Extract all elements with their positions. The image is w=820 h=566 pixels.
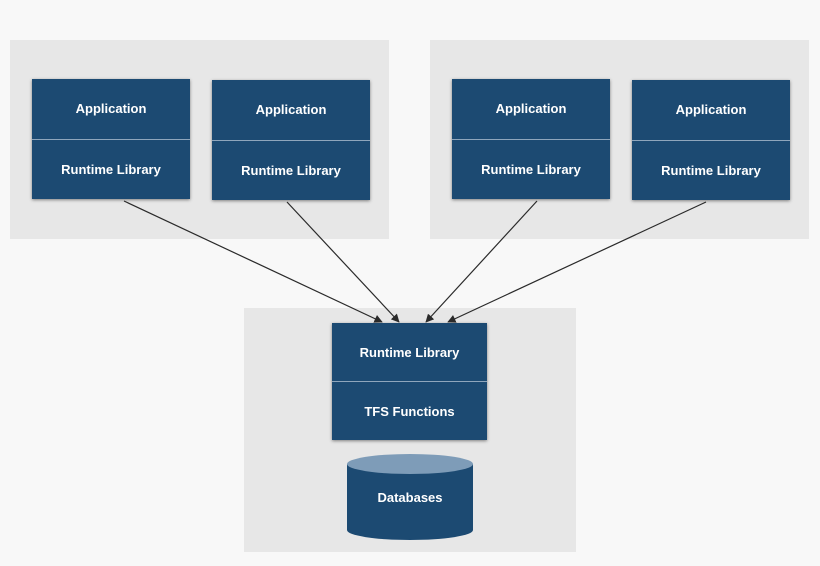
application-label: Application [495,101,567,117]
database-body [347,464,473,540]
tfs-functions-label: TFS Functions [332,381,487,440]
client-box-3: Application Runtime Library [452,79,610,199]
application-label: Application [675,102,747,118]
database-top [347,454,473,474]
arrow-client-2-to-server [286,201,400,323]
client-box-4: Application Runtime Library [632,80,790,200]
arrow-client-3-to-server [425,200,538,323]
runtime-library-label: Runtime Library [212,139,370,201]
server-box: Runtime Library TFS Functions [332,323,487,440]
arrow-client-4-to-server [447,201,707,323]
databases-label: Databases [377,490,443,505]
application-label: Application [75,101,147,117]
client-box-2: Application Runtime Library [212,80,370,200]
server-runtime-library-label: Runtime Library [359,344,460,360]
database-cylinder [347,454,473,540]
application-label: Application [255,102,327,118]
arrow-client-1-to-server [123,200,383,323]
runtime-library-label: Runtime Library [452,138,610,200]
runtime-library-label: Runtime Library [632,139,790,201]
runtime-library-label: Runtime Library [32,138,190,200]
client-box-1: Application Runtime Library [32,79,190,199]
